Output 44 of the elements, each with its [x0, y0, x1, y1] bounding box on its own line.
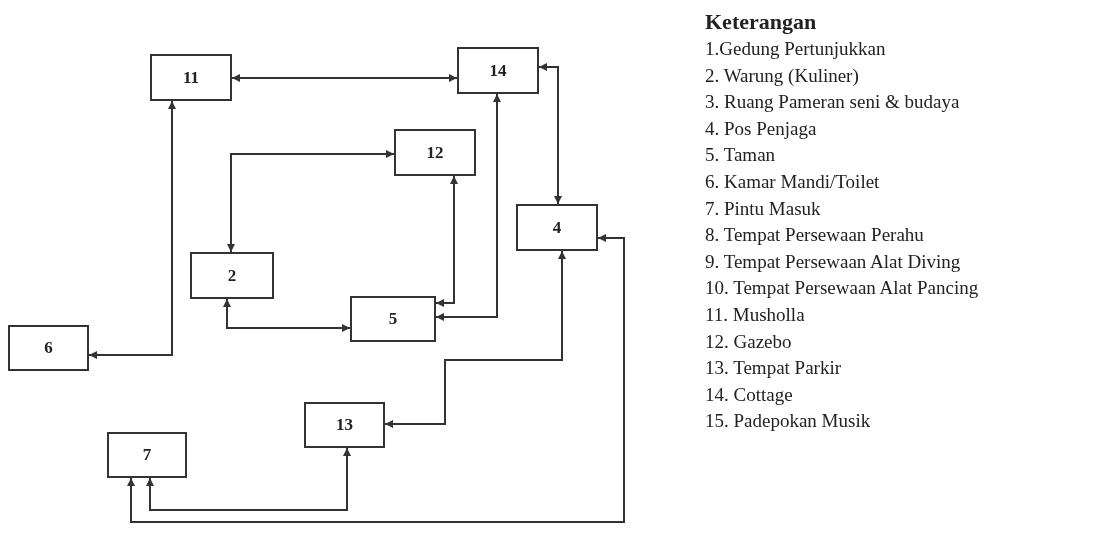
legend-item: 7. Pintu Masuk	[705, 197, 821, 220]
location-number: 6	[44, 338, 53, 358]
arrow	[231, 74, 458, 82]
location-box	[107, 432, 187, 478]
arrow	[435, 93, 501, 321]
location-box	[394, 129, 476, 176]
legend-item: 9. Tempat Persewaan Alat Diving	[705, 250, 961, 273]
location-number: 13	[336, 415, 353, 435]
legend-item: 3. Ruang Pameran seni & budaya	[705, 91, 960, 114]
location-number: 14	[489, 60, 507, 81]
location-number: 2	[227, 265, 237, 286]
arrow	[127, 234, 625, 523]
legend-item: 8. Tempat Persewaan Perahu	[705, 224, 924, 247]
legend-item: 5. Taman	[705, 144, 776, 167]
arrow	[384, 250, 566, 428]
legend-item: 6. Kamar Mandi/Toilet	[705, 171, 880, 193]
location-number: 12	[426, 142, 444, 163]
arrow	[538, 63, 562, 205]
legend-item: 15. Padepokan Musik	[705, 410, 871, 433]
legend-title: Keterangan	[705, 9, 817, 35]
legend-item: 10. Tempat Persewaan Alat Pancing	[705, 277, 979, 300]
location-box	[457, 47, 539, 94]
location-box	[350, 296, 436, 342]
legend-item: 11. Musholla	[705, 304, 805, 326]
legend-item: 1.Gedung Pertunjukkan	[705, 38, 886, 60]
location-number: 11	[182, 67, 200, 88]
legend-item: 2. Warung (Kuliner)	[705, 64, 859, 87]
legend-item: 13. Tempat Parkir	[705, 357, 842, 380]
location-box	[150, 54, 232, 101]
location-box	[304, 402, 385, 448]
legend-item: 12. Gazebo	[705, 330, 792, 353]
location-box	[190, 252, 274, 299]
arrow	[435, 175, 458, 307]
arrow	[88, 100, 176, 359]
arrow	[146, 447, 351, 511]
location-box	[516, 204, 598, 251]
arrow	[227, 150, 395, 253]
location-number: 4	[552, 217, 562, 238]
location-box	[8, 325, 89, 371]
location-number: 7	[142, 445, 152, 465]
arrow	[223, 298, 351, 332]
legend-item: 14. Cottage	[705, 383, 793, 406]
location-number: 5	[388, 309, 398, 329]
legend-item: 4. Pos Penjaga	[705, 117, 817, 140]
